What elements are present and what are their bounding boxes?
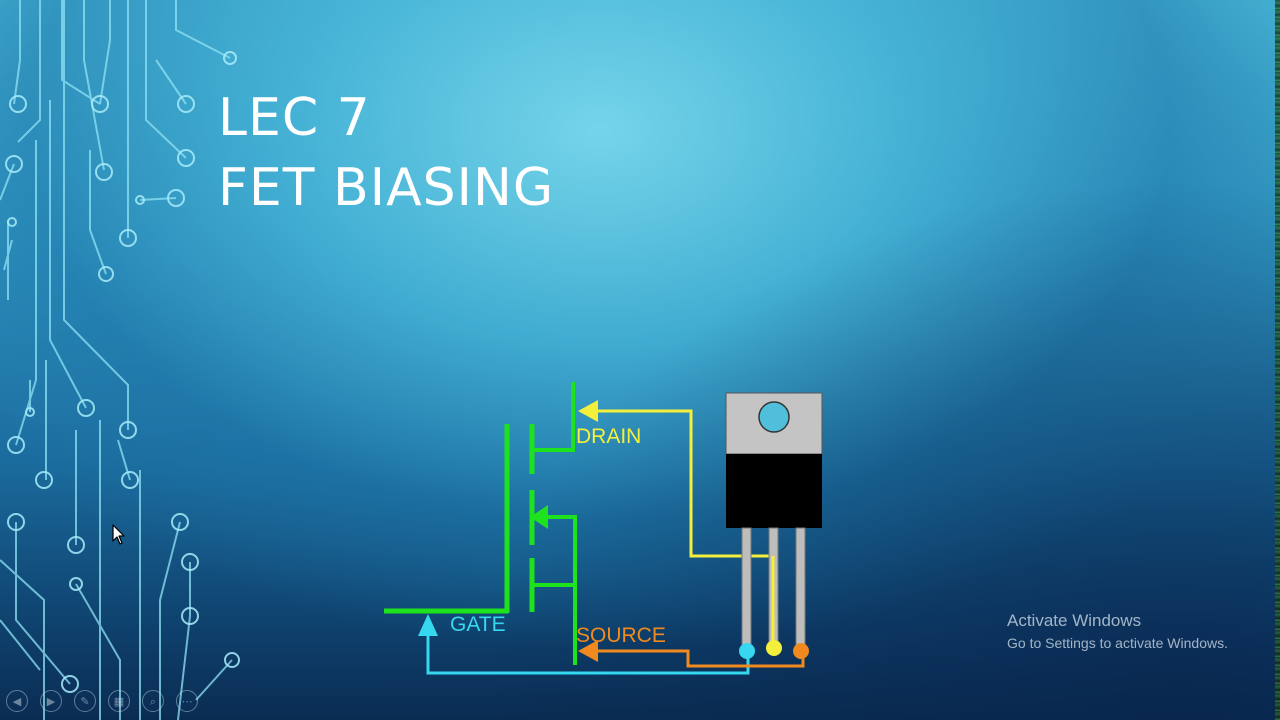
- source-wire: [592, 649, 805, 668]
- zoom-button[interactable]: ⌕: [142, 690, 164, 712]
- activation-watermark: Activate Windows Go to Settings to activ…: [1007, 611, 1228, 651]
- drain-label: DRAIN: [576, 425, 642, 448]
- see-all-slides-button[interactable]: ▦: [108, 690, 130, 712]
- circuit-board-decoration: [0, 0, 240, 720]
- previous-icon: ◀: [12, 695, 22, 708]
- lead-gate: [741, 527, 752, 649]
- watermark-title: Activate Windows: [1007, 611, 1142, 630]
- slideshow-toolbar: ◀ ▶ ✎ ▦ ⌕ ⋯: [6, 690, 198, 714]
- package-body: [726, 454, 822, 528]
- body-arrow-icon: [530, 505, 548, 529]
- watermark-subtitle: Go to Settings to activate Windows.: [1007, 635, 1228, 651]
- edge-strip: [1275, 0, 1280, 720]
- drain-arrow-icon: [578, 400, 598, 422]
- source-arrow-icon: [578, 640, 598, 662]
- more-options-button[interactable]: ⋯: [176, 690, 198, 712]
- pen-icon: ✎: [80, 695, 90, 708]
- mounting-hole-icon: [758, 401, 790, 433]
- more-options-icon: ⋯: [181, 695, 193, 708]
- slide-title-line-1: LEC 7: [218, 88, 371, 148]
- zoom-icon: ⌕: [149, 695, 157, 708]
- next-icon: ▶: [46, 695, 56, 708]
- slide-title-line-2: FET BIASING: [218, 158, 555, 218]
- lead-source: [795, 527, 806, 649]
- previous-slide-button[interactable]: ◀: [6, 690, 28, 712]
- mosfet-diagram: [384, 382, 823, 675]
- source-label: SOURCE: [576, 624, 666, 647]
- mouse-pointer-icon: [112, 524, 125, 545]
- drain-pin-dot: [766, 640, 782, 656]
- source-pin-dot: [793, 643, 809, 659]
- pen-tool-button[interactable]: ✎: [74, 690, 96, 712]
- next-slide-button[interactable]: ▶: [40, 690, 62, 712]
- gate-wire: [426, 630, 750, 675]
- slides-grid-icon: ▦: [113, 695, 125, 708]
- gate-pin-dot: [739, 643, 755, 659]
- gate-label: GATE: [450, 613, 506, 636]
- gate-arrow-icon: [418, 614, 438, 636]
